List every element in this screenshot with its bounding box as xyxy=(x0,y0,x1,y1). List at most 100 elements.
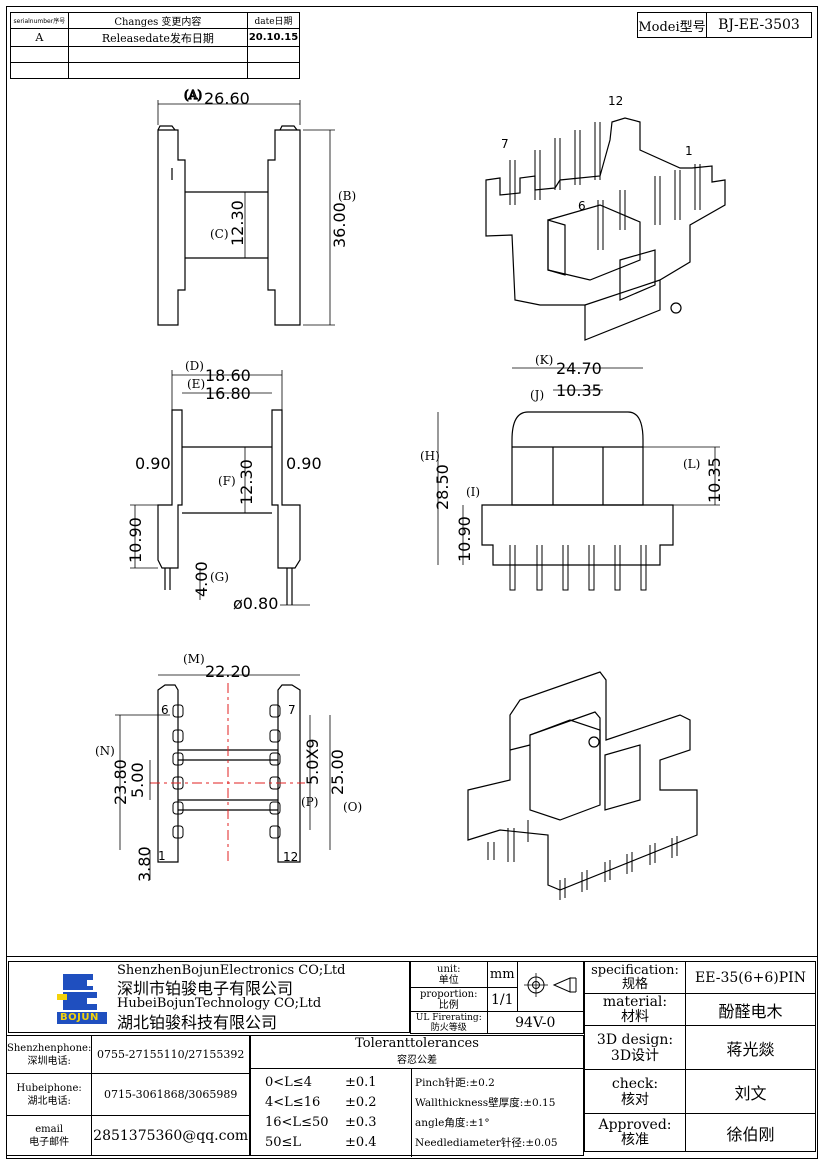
pin-label-12: 12 xyxy=(608,94,623,108)
dim-label-M: (M) xyxy=(183,652,205,666)
unit-table: unit: 单位 mm proportion: 比例 xyxy=(410,961,585,1034)
company-area: BOJUN ShenzhenBojunElectronics CO;Ltd 深圳… xyxy=(8,961,410,1033)
tolerance-note: Wallthickness壁厚度:±0.15 xyxy=(415,1097,556,1109)
contact-value: 2851375360@qq.com xyxy=(91,1115,250,1156)
dim-label-P: (P) xyxy=(301,795,318,809)
dim-value-E: 16.80 xyxy=(205,384,251,403)
tolerance-range: 16<L≤50 xyxy=(265,1115,329,1130)
contact-table: Shenzhenphone: 深圳电话: 0755-27155110/27155… xyxy=(5,1035,250,1156)
tolerance-title: Toleranttolerances xyxy=(355,1036,479,1051)
model-box: Modei型号 BJ-EE-3503 xyxy=(637,12,812,38)
approved-value: 徐伯刚 xyxy=(685,1113,816,1152)
contact-label: email xyxy=(35,1123,64,1135)
tolerance-range: 50≤L xyxy=(265,1135,302,1150)
dim-value-gap-right: 0.90 xyxy=(286,454,322,473)
tolerance-title-cn: 容忍公差 xyxy=(397,1055,437,1066)
dim-value-I: 10.90 xyxy=(455,516,474,562)
approval-table: specification: 规格 EE-35(6+6)PIN material… xyxy=(584,961,816,1152)
dim-label-A: (A) xyxy=(184,88,202,102)
dim-value-5: 5.00 xyxy=(128,762,147,798)
material-label-cn: 材料 xyxy=(621,1008,649,1025)
dim-value-A: 26.60 xyxy=(204,89,250,108)
dim-label-K: (K) xyxy=(535,353,553,367)
design-label: 3D design: xyxy=(596,1031,674,1048)
bottom-view xyxy=(115,674,331,880)
tolerance-value: ±0.1 xyxy=(345,1075,377,1090)
side-view xyxy=(437,367,720,591)
company-name-en-1: ShenzhenBojunElectronics CO;Ltd xyxy=(117,963,346,978)
tolerance-note: Pinch针距:±0.2 xyxy=(415,1077,495,1089)
dim-value-gap-left: 0.90 xyxy=(135,454,171,473)
spec-label: specification: xyxy=(591,962,679,978)
dim-value-h1090: 10.90 xyxy=(126,517,145,563)
pin-label-1: 1 xyxy=(158,849,166,863)
contact-label: Hubeiphone: xyxy=(16,1082,82,1094)
dim-value-F: 12.30 xyxy=(237,459,256,505)
dim-value-G: 4.00 xyxy=(192,561,211,597)
design-label-cn: 3D设计 xyxy=(610,1047,660,1064)
dim-value-K: 24.70 xyxy=(556,359,602,378)
tolerance-range: 0<L≤4 xyxy=(265,1075,312,1090)
company-name-en-2: HubeiBojunTechnology CO;Ltd xyxy=(117,996,322,1011)
proportion-label: proportion: xyxy=(420,988,478,1000)
dim-label-O: (O) xyxy=(343,800,362,814)
logo-text: BOJUN xyxy=(60,1012,99,1023)
dim-label-L: (L) xyxy=(683,457,700,471)
dim-label-B: (B) xyxy=(338,189,356,203)
contact-value: 0715-3061868/3065989 xyxy=(91,1073,250,1116)
model-label: Modei型号 xyxy=(637,12,707,38)
rev-cell xyxy=(67,62,249,79)
logo: BOJUN xyxy=(57,972,107,1024)
dim-label-I: (I) xyxy=(466,485,480,499)
company-name-cn-2: 湖北铂骏科技有限公司 xyxy=(117,1013,278,1032)
contact-label-cn: 深圳电话: xyxy=(27,1055,71,1067)
material-label: material: xyxy=(602,993,668,1010)
approved-label: Approved: xyxy=(598,1116,672,1133)
technical-drawing: (A) 26.60 (B) 36.00 (C) 12.30 12 7 1 6 (… xyxy=(95,87,726,900)
check-value: 刘文 xyxy=(685,1069,816,1114)
material-value: 酚醛电木 xyxy=(685,993,816,1026)
drawing-frame xyxy=(6,6,818,1159)
contact-value: 0755-27155110/27155392 xyxy=(91,1035,250,1074)
isometric-view-2 xyxy=(467,671,698,900)
tolerance-value: ±0.4 xyxy=(345,1135,377,1150)
spec-label-cn: 规格 xyxy=(621,976,648,992)
pin-label-7: 7 xyxy=(501,137,509,151)
unit-label-cn: 单位 xyxy=(438,974,459,986)
front-view xyxy=(130,370,310,606)
tolerance-value: ±0.3 xyxy=(345,1115,377,1130)
dim-label-C: (C) xyxy=(210,227,229,241)
pin-label-6: 6 xyxy=(161,703,169,717)
dim-value-3-8: 3.80 xyxy=(135,846,154,882)
dim-value-C: 12.30 xyxy=(228,200,247,246)
tolerance-note: Needlediameter针径:±0.05 xyxy=(415,1137,558,1149)
proportion-value: 1/1 xyxy=(486,987,518,1012)
revision-table: serialnumber序号 Changes 变更内容 date日期 A Rel… xyxy=(10,12,300,79)
isometric-view-1 xyxy=(485,117,726,341)
dim-value-D: 18.60 xyxy=(205,366,251,385)
dim-value-dia: ø0.80 xyxy=(233,594,278,613)
dim-value-H: 28.50 xyxy=(433,464,452,510)
dim-label-E: (E) xyxy=(187,377,205,391)
ul-value: 94V-0 xyxy=(486,1011,585,1034)
tolerance-area: Toleranttolerances 容忍公差 0<L≤4 4<L≤16 16<… xyxy=(250,1035,584,1157)
dim-value-M: 22.20 xyxy=(205,662,251,681)
pin-label-7: 7 xyxy=(288,703,296,717)
pin-label-6: 6 xyxy=(578,199,586,213)
projection-symbol xyxy=(524,972,577,997)
approved-label-cn: 核准 xyxy=(621,1131,649,1148)
dim-value-N: 23.80 xyxy=(111,759,130,805)
check-label: check: xyxy=(611,1075,659,1092)
ul-label-cn: 防火等级 xyxy=(430,1022,467,1033)
dim-value-J: 10.35 xyxy=(556,381,602,400)
dim-label-J: (J) xyxy=(530,388,544,402)
rev-cell xyxy=(247,62,300,79)
dim-label-G: (G) xyxy=(210,570,229,584)
title-block: BOJUN ShenzhenBojunElectronics CO;Ltd 深圳… xyxy=(5,956,818,1160)
model-value: BJ-EE-3503 xyxy=(706,12,812,38)
pin-label-1: 1 xyxy=(685,144,693,158)
top-view xyxy=(157,100,335,326)
tolerance-range: 4<L≤16 xyxy=(265,1095,321,1110)
contact-label: Shenzhenphone: xyxy=(7,1042,92,1054)
ul-label: UL Firerating: xyxy=(415,1012,482,1023)
